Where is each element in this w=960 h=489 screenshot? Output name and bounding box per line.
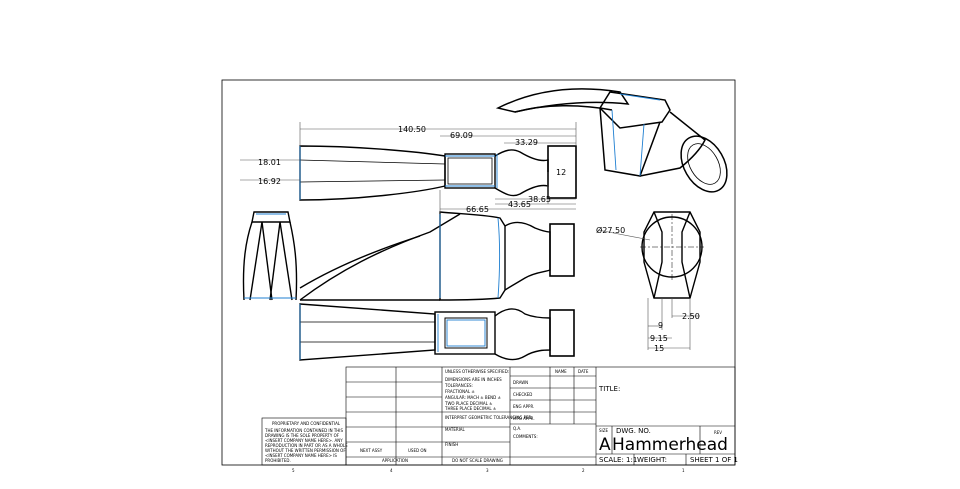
tb-size-value: A bbox=[599, 435, 611, 455]
tb-dwg-no-label: DWG. NO. bbox=[616, 427, 651, 435]
dim-66-65: 66.65 bbox=[466, 205, 489, 214]
tb-proprietary-line-5: <INSERT COMPANY NAME HERE> IS bbox=[265, 453, 337, 458]
dim-18-01: 18.01 bbox=[258, 158, 281, 167]
dim-33-29: 33.29 bbox=[515, 138, 538, 147]
dim-9-15: 9.15 bbox=[650, 334, 668, 343]
tb-next-assy: NEXT ASSY bbox=[360, 448, 383, 453]
front-view-hammer bbox=[299, 211, 575, 301]
tb-row-eng-appr: ENG APPR. bbox=[513, 404, 534, 409]
dim-9: 9 bbox=[658, 321, 663, 330]
isometric-view bbox=[495, 88, 728, 193]
left-side-tangent-edges bbox=[244, 213, 296, 299]
tb-row-qa: Q.A. bbox=[513, 426, 521, 431]
dim-69-09: 69.09 bbox=[450, 131, 473, 140]
isometric-tangent-edges bbox=[611, 93, 661, 177]
tb-proprietary-line-4: WITHOUT THE WRITTEN PERMISSION OF bbox=[265, 448, 346, 453]
dim-2-50: 2.50 bbox=[682, 312, 700, 321]
left-side-view bbox=[242, 211, 298, 301]
tb-do-not-scale: DO NOT SCALE DRAWING bbox=[452, 458, 503, 463]
dim-43-65: 43.65 bbox=[508, 200, 531, 209]
tb-dwg-no-value: Hammerhead bbox=[612, 435, 728, 455]
tb-row-checked: CHECKED bbox=[513, 392, 532, 397]
top-view-handle bbox=[299, 145, 577, 201]
tb-used-on: USED ON bbox=[408, 448, 427, 453]
dim-15: 15 bbox=[654, 344, 664, 353]
tb-size-label: SIZE bbox=[599, 428, 608, 433]
bottom-view-tangent-edges bbox=[299, 304, 486, 360]
zone-3: 3 bbox=[486, 468, 489, 473]
dimension-lines bbox=[240, 122, 700, 350]
tb-proprietary-line-3: REPRODUCTION IN PART OR AS A WHOLE bbox=[265, 443, 348, 448]
tb-tolerance-2: FRACTIONAL ± bbox=[445, 389, 475, 394]
tb-name-header: NAME bbox=[555, 369, 567, 374]
dim-38-65: 38.65 bbox=[528, 195, 551, 204]
right-side-view bbox=[640, 211, 704, 299]
zone-4: 4 bbox=[390, 468, 393, 473]
zone-5: 5 bbox=[292, 468, 295, 473]
title-block-grid bbox=[261, 366, 736, 466]
tb-proprietary-line-1: DRAWING IS THE SOLE PROPERTY OF bbox=[265, 433, 340, 438]
dim-12: 12 bbox=[556, 168, 566, 177]
tb-tolerance-4: TWO PLACE DECIMAL ± bbox=[444, 401, 492, 406]
tb-unless-specified: UNLESS OTHERWISE SPECIFIED: bbox=[445, 369, 509, 374]
top-view-tangent-edges bbox=[299, 146, 498, 200]
tb-tolerance-0: DIMENSIONS ARE IN INCHES bbox=[445, 377, 502, 382]
bottom-view-handle bbox=[299, 303, 575, 361]
tb-title-label: TITLE: bbox=[598, 385, 620, 393]
tb-tolerance-1: TOLERANCES: bbox=[444, 383, 473, 388]
tb-scale: SCALE: 1:1 bbox=[599, 456, 637, 464]
tb-tolerance-3: ANGULAR: MACH ± BEND ± bbox=[445, 395, 501, 400]
zone-1: 1 bbox=[682, 468, 685, 473]
tb-interpret: INTERPRET GEOMETRIC TOLERANCING PER: bbox=[445, 415, 533, 420]
tb-application: APPLICATION bbox=[382, 458, 408, 463]
tb-row-mfg-appr: MFG APPR. bbox=[513, 416, 535, 421]
tb-material: MATERIAL bbox=[445, 427, 466, 432]
tb-weight: WEIGHT: bbox=[637, 456, 667, 464]
tb-proprietary-line-0: THE INFORMATION CONTAINED IN THIS bbox=[264, 428, 343, 433]
tb-row-drawn: DRAWN bbox=[513, 380, 528, 385]
tb-finish: FINISH bbox=[445, 442, 458, 447]
tb-rev-label: REV bbox=[714, 430, 722, 435]
dim-16-92: 16.92 bbox=[258, 177, 281, 186]
tb-proprietary-line-2: <INSERT COMPANY NAME HERE>. ANY bbox=[265, 438, 343, 443]
tb-tolerance-5: THREE PLACE DECIMAL ± bbox=[444, 406, 496, 411]
tb-row-comments: COMMENTS: bbox=[513, 434, 538, 439]
front-view-tangent-edges bbox=[439, 214, 500, 299]
tb-sheet: SHEET 1 OF 1 bbox=[690, 456, 738, 464]
dim-dia-27-50: Ø27.50 bbox=[596, 225, 625, 235]
tb-proprietary-title: PROPRIETARY AND CONFIDENTIAL bbox=[272, 421, 341, 426]
zone-2: 2 bbox=[582, 468, 585, 473]
dim-140-50: 140.50 bbox=[398, 125, 426, 134]
tb-proprietary-line-6: PROHIBITED. bbox=[265, 458, 291, 463]
tb-date-header: DATE bbox=[578, 369, 589, 374]
